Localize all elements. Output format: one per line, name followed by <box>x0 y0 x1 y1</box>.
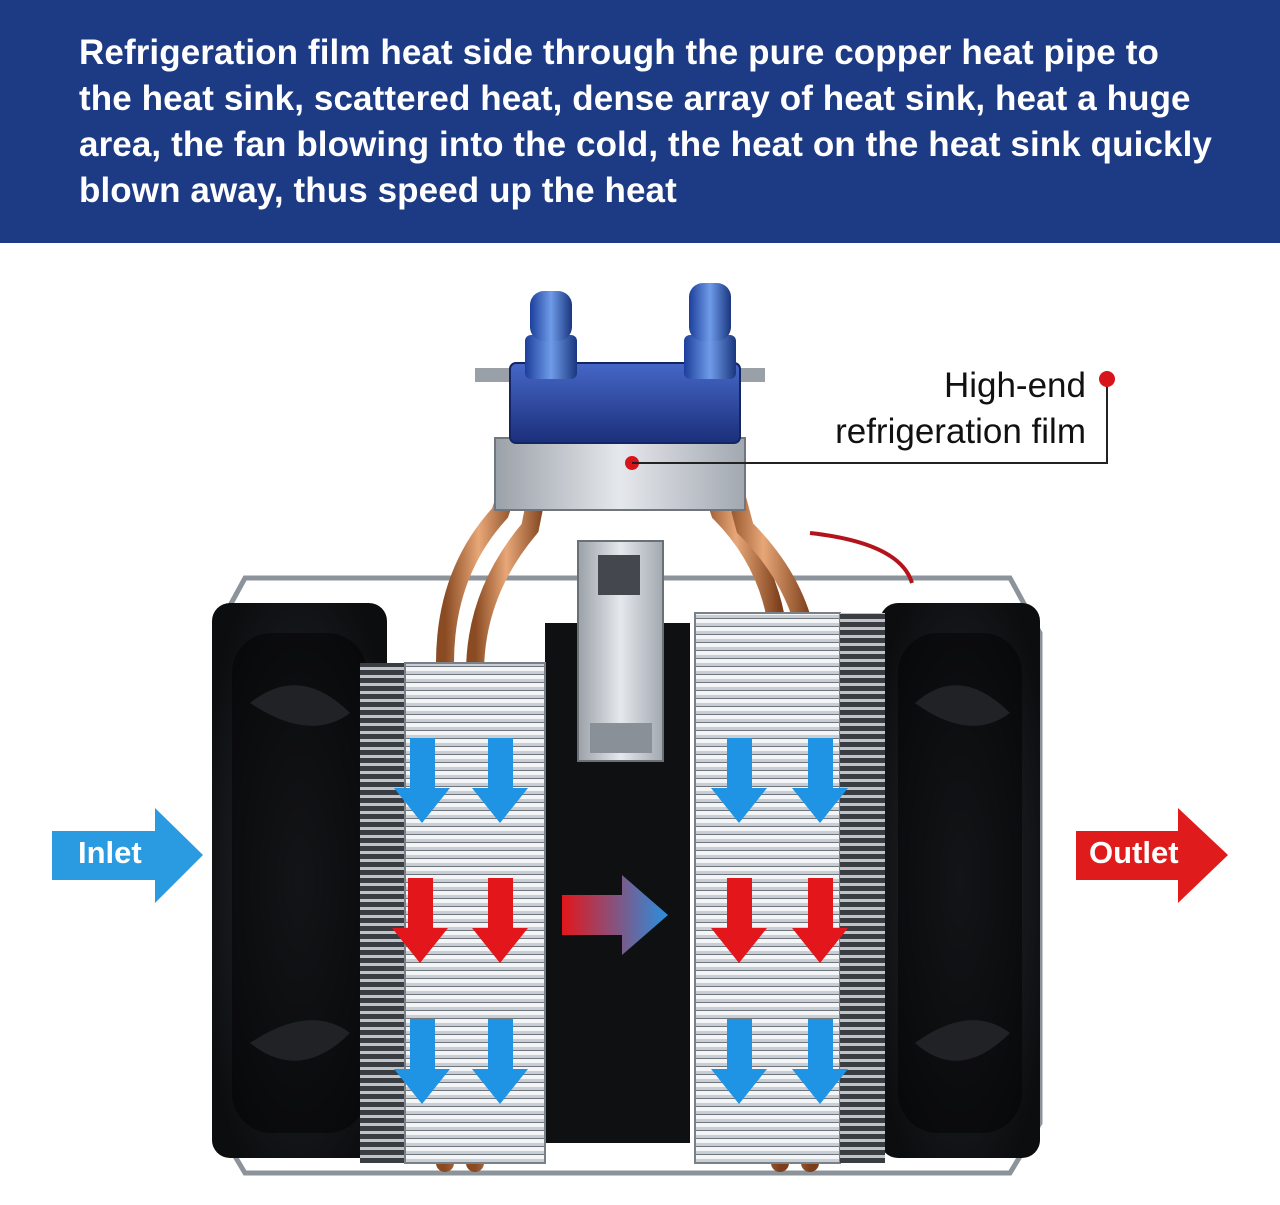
product-illustration: High-end refrigeration film Inlet Outlet <box>0 243 1280 1200</box>
callout-label: High-end refrigeration film <box>835 363 1086 455</box>
callout-line1: High-end <box>943 366 1086 405</box>
outlet-label: Outlet <box>1089 835 1179 870</box>
left-fan <box>212 603 387 1158</box>
airflow-arrows <box>392 738 848 1104</box>
mounting-clip <box>577 540 664 762</box>
cooler-drawing <box>52 283 1228 1176</box>
right-fan <box>880 603 1040 1158</box>
description-text: Refrigeration film heat side through the… <box>79 33 1212 210</box>
callout-line <box>625 371 1115 470</box>
power-wire <box>809 531 914 584</box>
transfer-arrow <box>562 875 668 955</box>
description-banner: Refrigeration film heat side through the… <box>0 0 1280 243</box>
water-block <box>509 283 741 444</box>
left-heatsink <box>360 662 546 1164</box>
inlet-label: Inlet <box>78 835 142 870</box>
outlet-arrow <box>1076 808 1228 903</box>
inlet-arrow <box>52 808 203 903</box>
callout-line2: refrigeration film <box>835 412 1086 451</box>
